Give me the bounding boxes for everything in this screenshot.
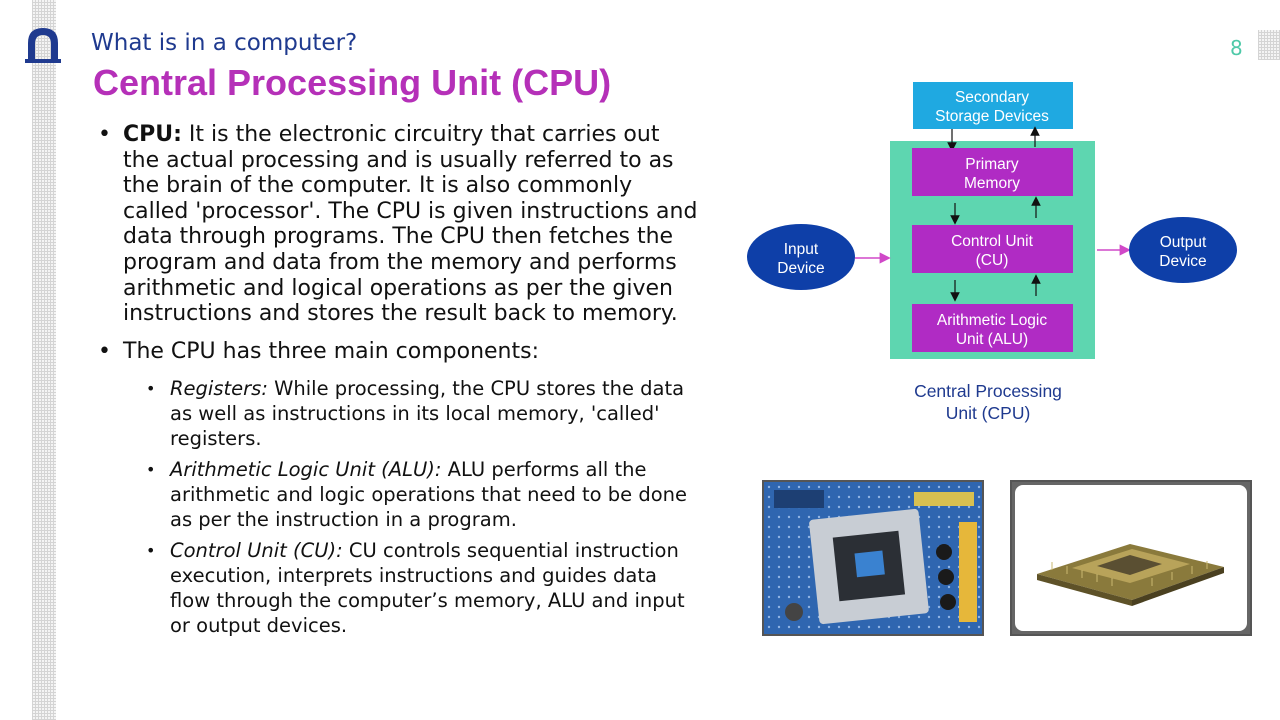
cu-label-line2: (CU): [976, 252, 1009, 269]
secondary-storage-box: [913, 82, 1073, 129]
input-device-ellipse: [747, 224, 855, 290]
cpu-chip-photo: [1010, 480, 1252, 636]
output-device-ellipse: [1129, 217, 1237, 283]
sub-bullet-alu: Arithmetic Logic Unit (ALU): ALU perform…: [146, 457, 698, 532]
cpu-diagram: Secondary Storage Devices Primary Memory…: [747, 82, 1237, 423]
alu-box: [912, 304, 1073, 352]
cu-text: CU controls sequential instruction execu…: [170, 539, 685, 638]
sub-bullet-registers: Registers: While processing, the CPU sto…: [146, 376, 698, 451]
bullet-cpu-definition: CPU: It is the electronic circuitry that…: [98, 122, 698, 327]
output-label-line1: Output: [1160, 234, 1207, 251]
page-number: 8: [1230, 36, 1243, 60]
primary-memory-box: [912, 148, 1073, 196]
cu-term: Control Unit (CU):: [170, 539, 343, 563]
right-decorative-strip: [1258, 30, 1280, 60]
registers-term: Registers:: [170, 377, 268, 401]
sub-bullet-cu: Control Unit (CU): CU controls sequentia…: [146, 538, 698, 638]
components-intro-text: The CPU has three main components:: [123, 338, 540, 364]
registers-text: While processing, the CPU stores the dat…: [170, 377, 685, 451]
slide-title: Central Processing Unit (CPU): [93, 62, 612, 103]
input-label-line2: Device: [777, 260, 824, 277]
alu-term: Arithmetic Logic Unit (ALU):: [170, 458, 442, 482]
cu-label-line1: Control Unit: [951, 233, 1034, 250]
cpu-socket-photo: [762, 480, 984, 636]
bullet-content: CPU: It is the electronic circuitry that…: [98, 122, 698, 644]
secondary-label-line2: Storage Devices: [935, 108, 1049, 125]
secondary-label-line1: Secondary: [955, 89, 1029, 106]
bullet-components-intro: The CPU has three main components:: [98, 339, 698, 365]
primary-label-line1: Primary: [965, 156, 1019, 173]
diagram-caption-line1: Central Processing: [914, 381, 1062, 401]
cpu-definition-text: It is the electronic circuitry that carr…: [123, 122, 698, 327]
slide-subtitle: What is in a computer?: [91, 30, 358, 56]
left-decorative-strip: [32, 0, 56, 720]
alu-label-line2: Unit (ALU): [956, 331, 1028, 348]
diagram-caption-line2: Unit (CPU): [946, 403, 1031, 423]
cpu-term: CPU:: [123, 122, 182, 147]
primary-label-line2: Memory: [964, 175, 1020, 192]
input-label-line1: Input: [784, 241, 819, 258]
alu-label-line1: Arithmetic Logic: [937, 312, 1048, 329]
arch-logo-icon: [25, 28, 61, 63]
control-unit-box: [912, 225, 1073, 273]
alu-text: ALU performs all the arithmetic and logi…: [170, 458, 688, 532]
output-label-line2: Device: [1159, 253, 1206, 270]
